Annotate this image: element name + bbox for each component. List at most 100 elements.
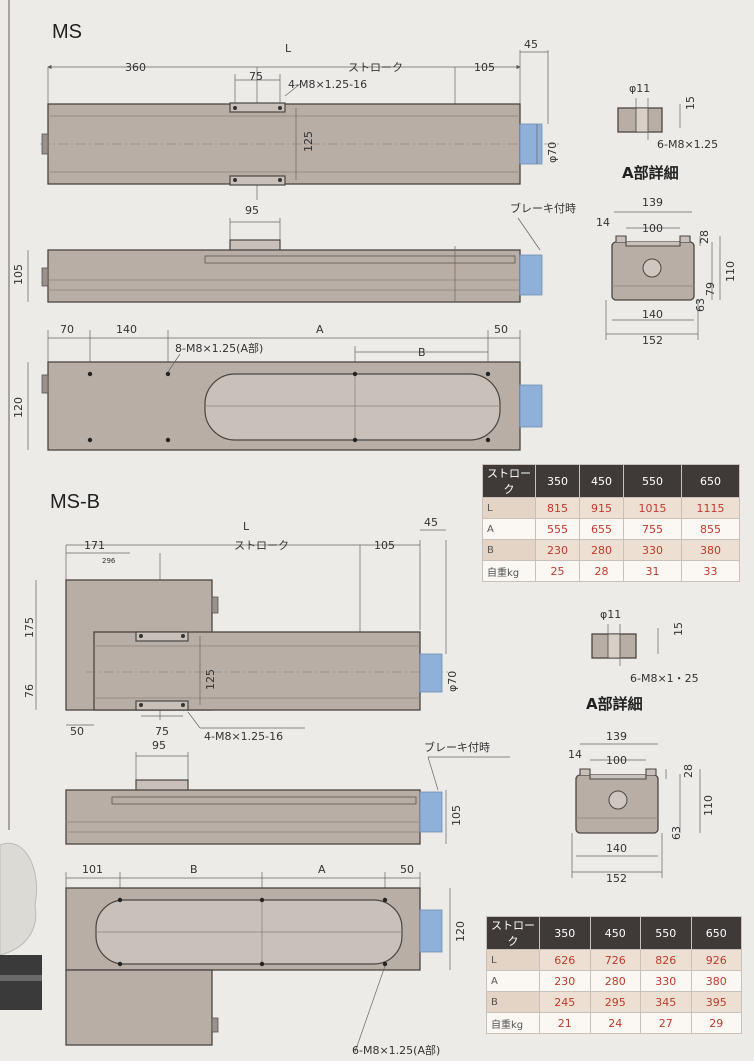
ms-dim-phi70: φ70 [546,142,559,163]
msb-dim-50: 50 [70,725,84,738]
ms-detail-bolt: 6-M8×1.25 [657,138,718,151]
table-row-label: B [486,991,540,1013]
ms-detail-phi11: φ11 [629,82,650,95]
msb-spec-table: ストローク 350 450 550 650 L 626 726 826 926 … [486,916,742,1034]
msb-dim-125: 125 [204,669,217,690]
table-row: 自重kg 25 28 31 33 [482,560,740,582]
table-cell: 555 [535,518,580,540]
photo-fragment [0,842,38,956]
table-row-label: A [486,970,540,992]
table-row-label: A [482,518,536,540]
photo-fragment-base [0,955,42,1010]
table-header-cell: ストローク [486,916,540,950]
msb-dim-stroke: ストローク [234,539,289,552]
ms-dim-45: 45 [524,38,538,51]
ms-detail-a [617,98,681,140]
msb-bottom-view [65,872,451,1053]
ms-end-63: 63 [694,298,707,312]
table-row: B 245 295 345 395 [486,991,742,1013]
table-cell: 280 [589,970,641,992]
ms-detail-label: A部詳細 [622,164,679,182]
table-row-label: L [486,949,540,971]
table-cell: 345 [640,991,692,1013]
table-cell: 1015 [623,497,682,519]
ms-end-view [605,211,721,340]
msb-dim-105: 105 [374,539,395,552]
msb-detail-phi11: φ11 [600,608,621,621]
table-cell: 330 [623,539,682,561]
msb-bot-bolt-note: 6-M8×1.25(A部) [352,1043,440,1057]
table-header-cell: 450 [589,916,641,950]
table-cell: 27 [640,1012,692,1034]
msb-bot-dim-101: 101 [82,863,103,876]
table-header-cell: 650 [690,916,742,950]
ms-end-152: 152 [642,334,663,347]
msb-dim-phi70: φ70 [446,671,459,692]
table-row: A 555 655 755 855 [482,518,740,540]
ms-bot-dim-A: A [316,323,324,336]
ms-bot-dim-140: 140 [116,323,137,336]
msb-dim-175: 175 [23,617,36,638]
table-cell: 295 [589,991,641,1013]
msb-end-140: 140 [606,842,627,855]
table-cell: 33 [681,560,740,582]
msb-side-view [65,752,510,845]
table-header-cell: 550 [623,464,682,498]
msb-detail-label: A部詳細 [586,695,643,713]
table-row-label: L [482,497,536,519]
ms-end-110: 110 [724,261,737,282]
ms-detail-15: 15 [684,96,697,110]
msb-dim-296: 296 [102,557,116,565]
ms-dim-stroke: ストローク [348,61,403,74]
ms-section-title: MS [52,21,82,43]
ms-dim-75: 75 [249,70,263,83]
table-header-cell: 350 [535,464,580,498]
table-cell: 245 [539,991,591,1013]
table-cell: 21 [539,1012,591,1034]
ms-dim-L: L [285,42,292,55]
ms-side-dim-95: 95 [245,204,259,217]
msb-top-view [35,529,448,729]
msb-end-139: 139 [606,730,627,743]
table-row: L 626 726 826 926 [486,949,742,971]
msb-end-view [571,743,701,878]
ms-end-28: 28 [698,230,711,244]
msb-end-28: 28 [682,764,695,778]
table-cell: 915 [579,497,624,519]
table-row: 自重kg 21 24 27 29 [486,1012,742,1034]
table-header-cell: ストローク [482,464,536,498]
msb-top-bolt-note: 4-M8×1.25-16 [204,730,283,743]
msb-bot-dim-B: B [190,863,198,876]
table-cell: 380 [681,539,740,561]
msb-detail-bolt: 6-M8×1・25 [630,672,699,685]
table-cell: 31 [623,560,682,582]
ms-bot-bolt-note: 8-M8×1.25(A部) [175,341,263,355]
table-cell: 926 [690,949,742,971]
msb-section-title: MS-B [50,491,100,513]
table-cell: 726 [589,949,641,971]
ms-end-140: 140 [642,308,663,321]
msb-end-110: 110 [702,795,715,816]
msb-end-152: 152 [606,872,627,885]
table-cell: 815 [535,497,580,519]
table-cell: 230 [539,970,591,992]
table-header-row: ストローク 350 450 550 650 [482,464,740,498]
msb-detail-a [591,624,659,666]
table-header-cell: 550 [640,916,692,950]
msb-dim-171: 171 [84,539,105,552]
table-header-cell: 450 [579,464,624,498]
msb-side-dim-95: 95 [152,739,166,752]
table-cell: 330 [640,970,692,992]
table-row-label: 自重kg [482,560,536,582]
table-row: L 815 915 1015 1115 [482,497,740,519]
ms-brake-label: ブレーキ付時 [510,201,576,215]
ms-top-bolt-note: 4-M8×1.25-16 [288,78,367,91]
table-cell: 755 [623,518,682,540]
table-cell: 28 [579,560,624,582]
ms-dim-125: 125 [302,131,315,152]
ms-spec-table: ストローク 350 450 550 650 L 815 915 1015 111… [482,464,740,582]
ms-dim-105: 105 [474,61,495,74]
msb-dim-L: L [243,520,250,533]
ms-top-view [40,50,560,200]
